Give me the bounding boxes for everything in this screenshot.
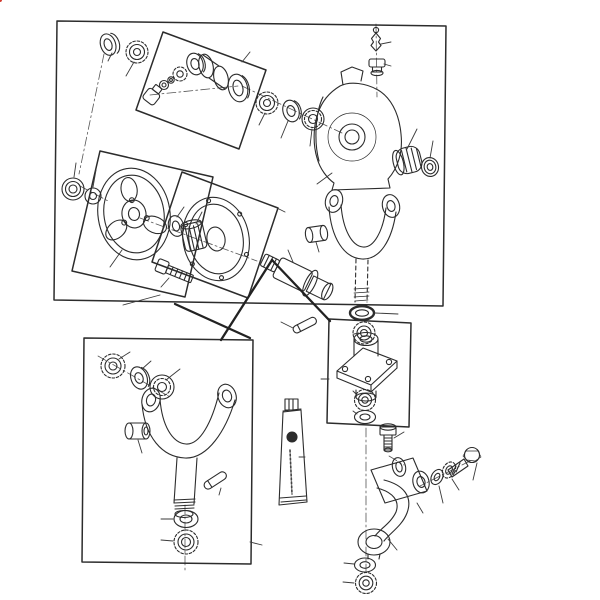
bushing-18-lower: [124, 422, 151, 440]
pulley-3: [97, 167, 171, 261]
bearing-23-bottom: [353, 388, 377, 412]
bearing-34-top: [99, 32, 121, 56]
detail-box-19: [81, 337, 254, 565]
washer-24: [353, 409, 377, 425]
nut-12-mid: [301, 107, 325, 131]
nut-12-lower: [149, 374, 175, 400]
detail-box-25: [326, 318, 412, 428]
bearing-kit-11: [142, 52, 251, 106]
bolt-33: [447, 446, 482, 478]
bracket-30: [370, 457, 430, 504]
o-ring-22: [348, 305, 376, 322]
yoke-upper: [324, 189, 401, 303]
fitting-13: [370, 26, 382, 52]
sealant-tube-8: [278, 398, 308, 506]
yoke-lower: [141, 383, 237, 519]
bolt-26: [379, 423, 397, 453]
nut-28-right: [354, 571, 378, 595]
gear-10-mid: [255, 91, 279, 115]
kit-box-11: [135, 31, 267, 150]
housing-17: [313, 66, 402, 191]
seal-16: [420, 156, 440, 178]
cover-plate: [182, 196, 250, 282]
gear-10-top: [125, 40, 149, 64]
pin-21-upper: [292, 316, 317, 334]
gear-10-lower: [100, 353, 126, 379]
main-view-frame: [53, 20, 447, 307]
lock-washer-32: [441, 461, 457, 479]
pin-21-lower: [203, 471, 227, 490]
bushing-18-upper: [304, 224, 329, 243]
coupling-15: [392, 145, 423, 176]
nut-1: [61, 177, 85, 201]
washer-27-left: [173, 509, 199, 529]
fitting-14: [368, 58, 386, 77]
leader-lines: [73, 41, 478, 584]
washer-2: [84, 187, 102, 205]
nut-28-left: [173, 529, 199, 555]
bearing-34-mid: [282, 99, 302, 123]
detail-pointer-lines: [173, 258, 332, 342]
washer-31: [430, 468, 444, 486]
bolt-7: [154, 258, 194, 284]
pulley-box: [71, 150, 214, 298]
